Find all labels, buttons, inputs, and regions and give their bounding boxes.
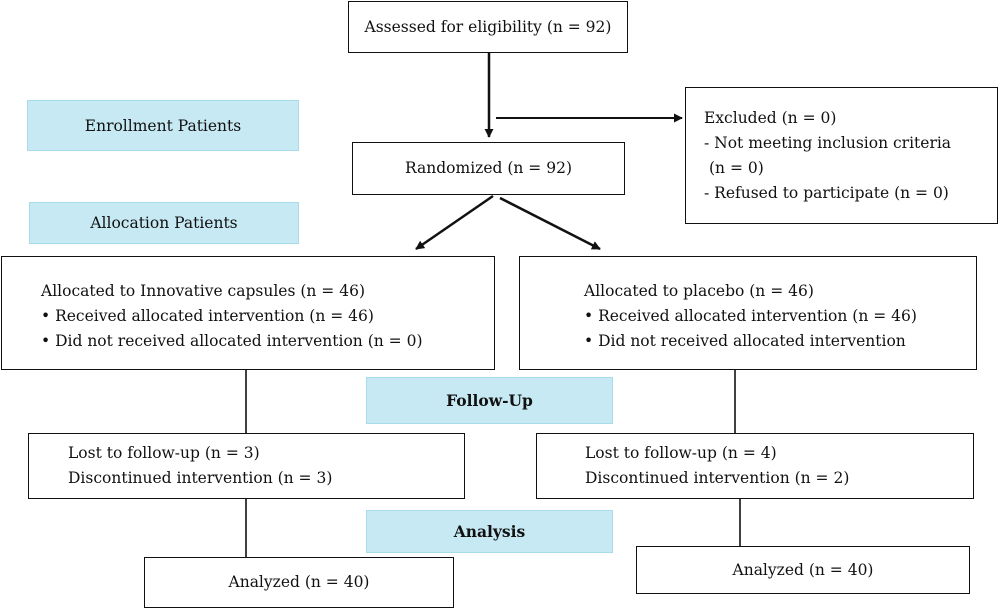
excluded-box: Excluded (n = 0) - Not meeting inclusion… <box>685 87 998 224</box>
allocation-label: Allocation Patients <box>29 202 299 244</box>
followup-left-lost: Lost to follow-up (n = 3) <box>68 444 260 462</box>
bullet-icon: • <box>41 307 51 325</box>
analysis-label-text: Analysis <box>453 522 526 541</box>
followup-left-box: Lost to follow-up (n = 3) Discontinued i… <box>28 433 465 499</box>
allocation-left-received: • Received allocated intervention (n = 4… <box>41 307 374 325</box>
randomized-box: Randomized (n = 92) <box>352 142 625 195</box>
assessed-box: Assessed for eligibility (n = 92) <box>348 1 628 53</box>
enrollment-label: Enrollment Patients <box>27 100 299 151</box>
arrow-randomized-to-left-arm <box>415 194 494 251</box>
bullet-icon: • <box>584 307 594 325</box>
analysis-left-text: Analyzed (n = 40) <box>228 573 370 591</box>
allocation-right-box: Allocated to placebo (n = 46) • Received… <box>519 256 977 370</box>
analysis-right-text: Analyzed (n = 40) <box>732 560 874 579</box>
allocation-left-title: Allocated to Innovative capsules (n = 46… <box>41 282 365 300</box>
analysis-label: Analysis <box>366 510 613 553</box>
allocation-label-text: Allocation Patients <box>90 214 238 232</box>
followup-label-text: Follow-Up <box>446 391 533 410</box>
excluded-reason-criteria: - Not meeting inclusion criteria <box>704 134 952 152</box>
bullet-icon: • <box>584 332 594 350</box>
followup-right-box: Lost to follow-up (n = 4) Discontinued i… <box>536 433 974 499</box>
followup-right-discontinued: Discontinued intervention (n = 2) <box>585 469 850 487</box>
enrollment-label-text: Enrollment Patients <box>84 116 242 135</box>
analysis-right-box: Analyzed (n = 40) <box>636 546 970 594</box>
arrow-randomized-to-right-arm <box>499 196 601 251</box>
analysis-left-box: Analyzed (n = 40) <box>144 557 454 608</box>
followup-label: Follow-Up <box>366 377 613 424</box>
excluded-reason-refused: - Refused to participate (n = 0) <box>704 184 949 202</box>
allocation-right-not-received: • Did not received allocated interventio… <box>584 332 906 350</box>
assessed-text: Assessed for eligibility (n = 92) <box>364 17 612 36</box>
allocation-right-title: Allocated to placebo (n = 46) <box>584 282 814 300</box>
bullet-icon: • <box>41 332 51 350</box>
allocation-left-not-received: • Did not received allocated interventio… <box>41 332 423 350</box>
allocation-right-received: • Received allocated intervention (n = 4… <box>584 307 917 325</box>
randomized-text: Randomized (n = 92) <box>405 159 572 177</box>
followup-right-lost: Lost to follow-up (n = 4) <box>585 444 777 462</box>
excluded-title: Excluded (n = 0) <box>704 109 837 127</box>
excluded-reason-criteria-count: (n = 0) <box>709 159 764 177</box>
allocation-left-box: Allocated to Innovative capsules (n = 46… <box>1 256 495 370</box>
followup-left-discontinued: Discontinued intervention (n = 3) <box>68 469 333 487</box>
